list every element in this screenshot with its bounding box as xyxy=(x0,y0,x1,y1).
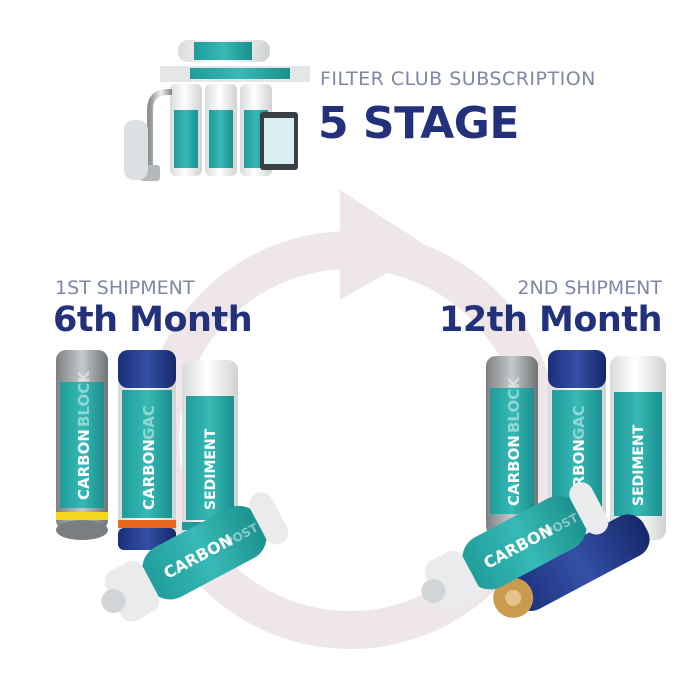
ro-membrane-right xyxy=(493,514,650,618)
cartridge-carbon-block-right: CARBON BLOCK xyxy=(486,356,538,536)
cartridge-label-text: SEDIMENT xyxy=(203,428,219,510)
shipment-1-label: 1ST SHIPMENT xyxy=(55,277,195,299)
ro-system-image xyxy=(124,40,310,181)
shipment-2-month: 12th Month xyxy=(439,300,662,340)
cartridge-set-left: CARBON BLOCK CARBON GAC SEDIMENT xyxy=(56,350,289,622)
cartridge-carbon-block-left: CARBON BLOCK xyxy=(56,350,108,540)
subscription-subtitle: FILTER CLUB SUBSCRIPTION xyxy=(320,68,596,90)
cartridge-label-text: CARBON xyxy=(140,439,158,510)
cartridge-label-text: CARBON xyxy=(505,435,523,506)
cartridge-label-text: GAC xyxy=(570,405,588,440)
shipment-1-month: 6th Month xyxy=(53,300,253,340)
cartridge-label-text: CARBON xyxy=(75,429,93,500)
cartridge-carbon-post-right: CARBON POST xyxy=(421,482,609,612)
cartridge-set-right: CARBON BLOCK CARBON GAC SEDIMENT xyxy=(421,350,666,618)
shipment-2-label: 2ND SHIPMENT xyxy=(517,277,662,299)
cartridge-carbon-gac-left: CARBON GAC xyxy=(118,350,176,550)
cartridge-sediment-right: SEDIMENT xyxy=(610,356,666,540)
cartridge-label-text: BLOCK xyxy=(505,376,523,433)
cartridge-label-text: SEDIMENT xyxy=(631,424,647,506)
cartridge-label-text: GAC xyxy=(140,405,158,440)
stage-title: 5 STAGE xyxy=(318,98,519,149)
cartridge-carbon-post-left: CARBON POST xyxy=(101,492,289,622)
cartridge-sediment-left: SEDIMENT xyxy=(182,360,238,544)
cartridge-label-text: BLOCK xyxy=(75,370,93,427)
